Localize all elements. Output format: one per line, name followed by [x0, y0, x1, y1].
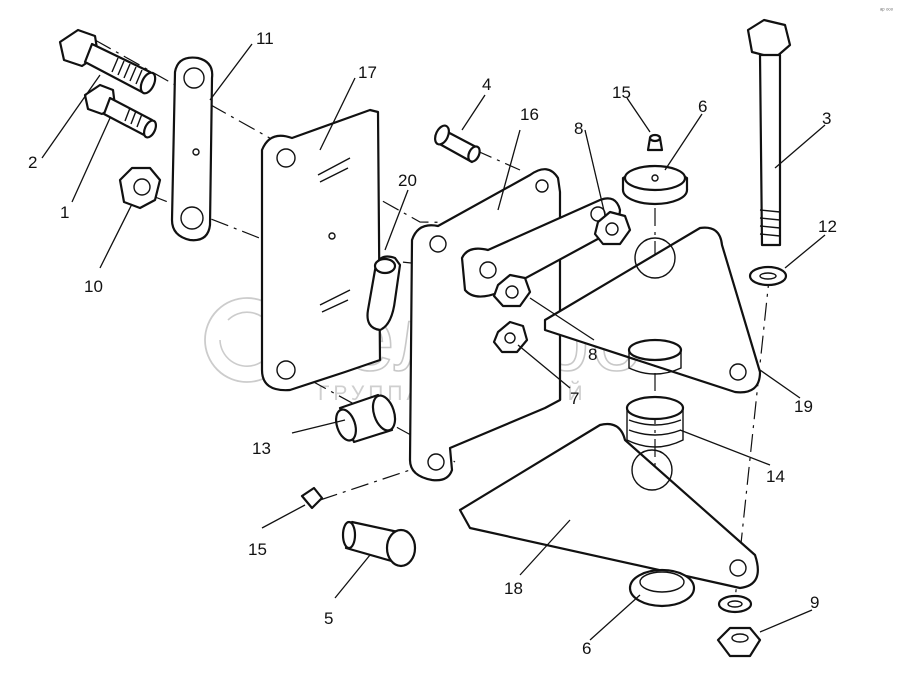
pin-5	[341, 520, 417, 568]
grease-fitting-15-upper	[646, 133, 664, 152]
callout-6-upper: 6	[698, 97, 707, 116]
callout-20: 20	[398, 171, 417, 190]
nut-7	[492, 320, 529, 354]
callouts: 2 1 10 11 17 4 16 8 15 6 3 12 20 8 7 19 …	[28, 29, 837, 658]
callout-9: 9	[810, 593, 819, 612]
sleeve-13	[335, 393, 397, 444]
bushing-4	[434, 124, 481, 164]
bolt-3	[746, 18, 792, 247]
nut-10	[118, 166, 162, 210]
link-plate-11	[170, 56, 214, 242]
callout-11: 11	[256, 29, 274, 48]
callout-15-lower: 15	[248, 540, 267, 559]
callout-15-upper: 15	[612, 83, 631, 102]
callout-17: 17	[358, 63, 377, 82]
washer-9	[717, 594, 753, 614]
cap-6-lower	[628, 568, 696, 608]
bushing-14	[625, 338, 685, 448]
bolt-short	[83, 83, 158, 139]
bracket-16	[408, 168, 562, 482]
callout-19: 19	[794, 397, 813, 416]
cam-20	[366, 255, 402, 332]
callout-6-lower: 6	[582, 639, 591, 658]
callout-18: 18	[504, 579, 523, 598]
cap-6-upper	[621, 164, 689, 206]
callout-12: 12	[818, 217, 837, 236]
callout-1: 1	[60, 203, 69, 222]
arm-19	[543, 226, 762, 394]
callout-7: 7	[570, 389, 579, 408]
grease-fitting-15-lower	[300, 486, 324, 510]
plate-17	[260, 108, 382, 392]
arm-18	[458, 422, 759, 590]
corner-mark: ᵃᵖ ᵒᵒᵒ	[880, 8, 894, 14]
nut-8-upper	[593, 210, 632, 246]
callout-3: 3	[822, 109, 831, 128]
callout-14: 14	[766, 467, 785, 486]
callout-8-lower: 8	[588, 345, 597, 364]
callout-8-upper: 8	[574, 119, 583, 138]
callout-4: 4	[482, 75, 491, 94]
nut-8-lower	[492, 273, 532, 308]
callout-10: 10	[84, 277, 103, 296]
bolt-long	[58, 28, 157, 95]
callout-13: 13	[252, 439, 271, 458]
callout-5: 5	[324, 609, 333, 628]
leader-lines	[41, 43, 826, 641]
callout-2: 2	[28, 153, 37, 172]
washer-12	[748, 265, 788, 287]
nut-9	[716, 626, 762, 658]
callout-16: 16	[520, 105, 539, 124]
